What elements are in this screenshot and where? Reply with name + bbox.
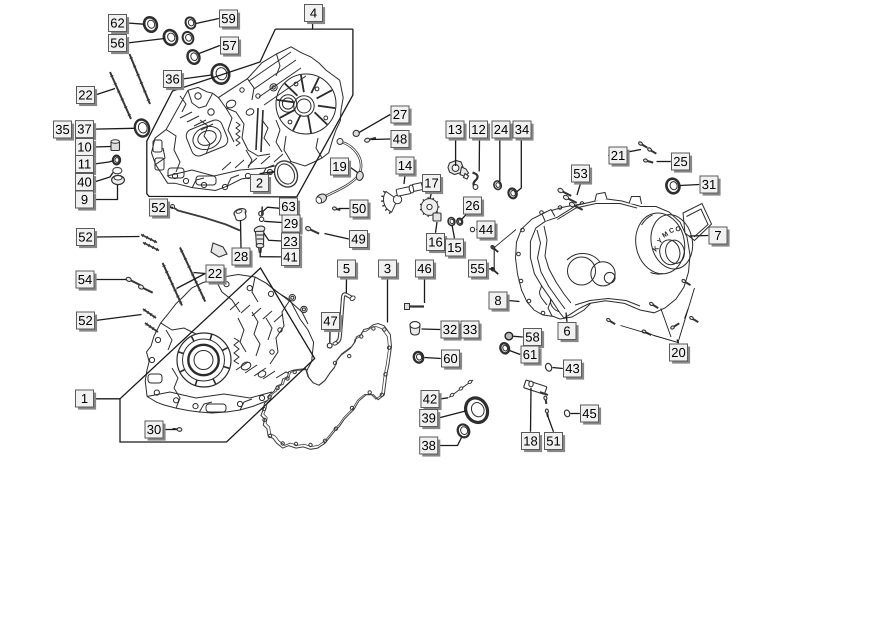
svg-text:Y: Y xyxy=(656,237,664,246)
svg-text:53: 53 xyxy=(573,166,587,181)
svg-text:50: 50 xyxy=(352,201,366,216)
svg-text:9: 9 xyxy=(81,192,88,207)
svg-text:43: 43 xyxy=(565,361,579,376)
svg-text:61: 61 xyxy=(523,347,537,362)
svg-text:16: 16 xyxy=(428,234,442,249)
svg-text:58: 58 xyxy=(525,329,539,344)
svg-text:37: 37 xyxy=(77,122,91,137)
svg-text:47: 47 xyxy=(323,313,337,328)
svg-text:M: M xyxy=(661,231,670,240)
svg-text:52: 52 xyxy=(78,229,92,244)
svg-text:34: 34 xyxy=(515,122,529,137)
svg-text:11: 11 xyxy=(78,156,92,171)
svg-text:26: 26 xyxy=(465,198,479,213)
svg-text:38: 38 xyxy=(421,438,435,453)
svg-text:1: 1 xyxy=(81,391,88,406)
svg-text:46: 46 xyxy=(417,261,431,276)
svg-text:K: K xyxy=(652,245,661,253)
svg-text:59: 59 xyxy=(221,11,235,26)
svg-text:55: 55 xyxy=(470,261,484,276)
svg-text:8: 8 xyxy=(494,293,501,308)
svg-text:52: 52 xyxy=(151,200,165,215)
svg-text:40: 40 xyxy=(77,174,91,189)
svg-text:O: O xyxy=(675,226,681,234)
svg-text:51: 51 xyxy=(546,433,560,448)
svg-text:5: 5 xyxy=(343,261,350,276)
svg-text:C: C xyxy=(668,227,675,235)
svg-text:19: 19 xyxy=(332,159,346,174)
svg-text:54: 54 xyxy=(78,272,92,287)
svg-text:41: 41 xyxy=(283,249,297,264)
svg-text:63: 63 xyxy=(281,199,295,214)
svg-text:24: 24 xyxy=(494,122,508,137)
svg-text:13: 13 xyxy=(448,122,462,137)
svg-text:31: 31 xyxy=(702,177,716,192)
svg-text:45: 45 xyxy=(582,406,596,421)
svg-text:39: 39 xyxy=(421,410,435,425)
svg-text:60: 60 xyxy=(443,351,457,366)
svg-text:3: 3 xyxy=(384,261,391,276)
svg-text:22: 22 xyxy=(78,87,92,102)
svg-text:22: 22 xyxy=(208,266,222,281)
svg-text:23: 23 xyxy=(283,234,297,249)
svg-text:52: 52 xyxy=(78,313,92,328)
svg-text:36: 36 xyxy=(165,71,179,86)
svg-text:57: 57 xyxy=(222,38,236,53)
svg-text:35: 35 xyxy=(55,122,69,137)
svg-text:44: 44 xyxy=(479,222,493,237)
svg-text:2: 2 xyxy=(256,175,263,190)
svg-text:6: 6 xyxy=(563,323,570,338)
svg-text:28: 28 xyxy=(234,249,248,264)
svg-text:18: 18 xyxy=(523,433,537,448)
svg-text:17: 17 xyxy=(424,175,438,190)
svg-text:15: 15 xyxy=(447,240,461,255)
svg-text:7: 7 xyxy=(714,228,721,243)
svg-text:10: 10 xyxy=(77,139,91,154)
svg-text:62: 62 xyxy=(110,15,124,30)
svg-text:48: 48 xyxy=(393,131,407,146)
svg-text:20: 20 xyxy=(671,345,685,360)
svg-text:27: 27 xyxy=(393,107,407,122)
svg-text:25: 25 xyxy=(673,154,687,169)
svg-text:4: 4 xyxy=(310,5,317,20)
svg-text:14: 14 xyxy=(398,158,412,173)
svg-text:56: 56 xyxy=(110,35,124,50)
svg-text:21: 21 xyxy=(611,148,625,163)
svg-text:32: 32 xyxy=(443,322,457,337)
svg-text:29: 29 xyxy=(284,216,298,231)
svg-text:49: 49 xyxy=(351,231,365,246)
svg-text:30: 30 xyxy=(147,422,161,437)
svg-text:42: 42 xyxy=(423,391,437,406)
svg-text:12: 12 xyxy=(471,122,485,137)
svg-text:33: 33 xyxy=(463,322,477,337)
